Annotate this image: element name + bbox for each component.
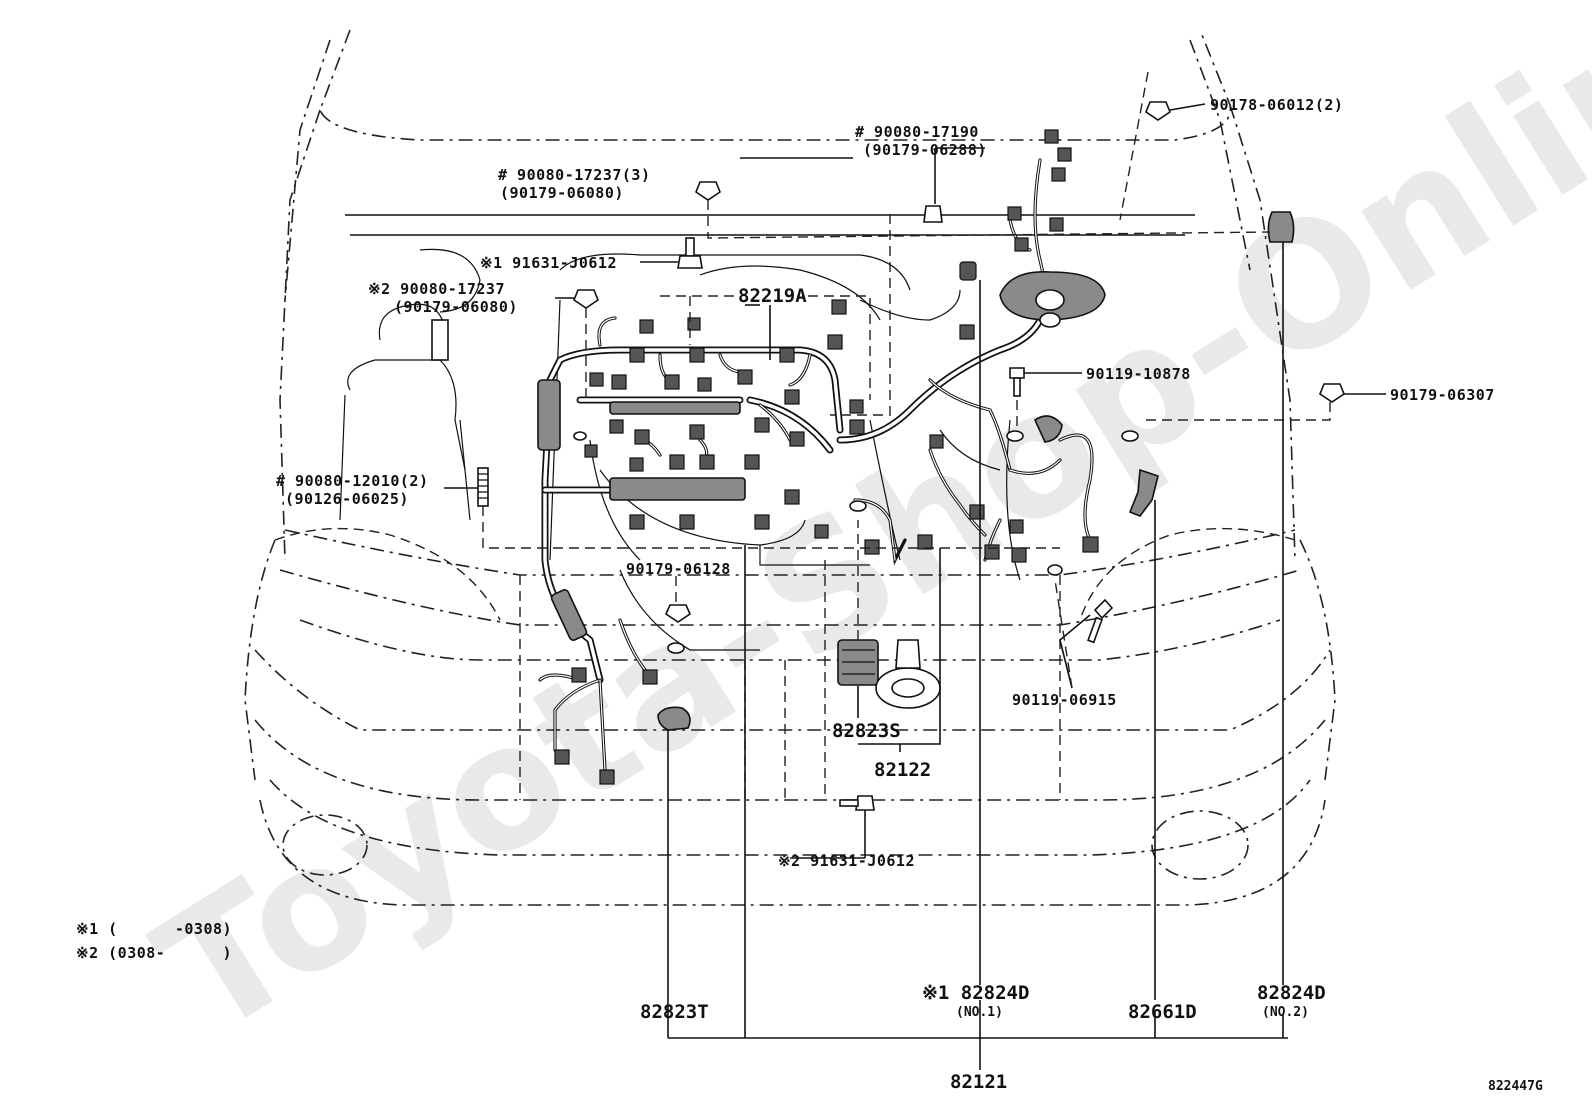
horn-82823S — [837, 639, 879, 686]
sensor-82661D — [1128, 468, 1159, 517]
label-90179-06080-a: (90179-06080) — [500, 184, 624, 202]
label-90080-17237-2: ※2 90080-17237 — [368, 280, 505, 298]
note-1: ※1 ( -0308) — [76, 920, 232, 938]
battery-area — [339, 248, 481, 521]
label-82824D-no1-suffix: (NO.1) — [956, 1005, 1003, 1020]
label-90178-06012: 90178-06012(2) — [1210, 96, 1343, 114]
clamp-82824D-no2 — [1267, 211, 1295, 243]
horn-82122 — [875, 639, 941, 709]
label-82121: 82121 — [950, 1071, 1007, 1093]
label-90179-06288: (90179-06288) — [863, 141, 987, 159]
label-90080-17237-3: # 90080-17237(3) — [498, 166, 651, 184]
junction-block — [609, 477, 746, 501]
label-90179-06080-b: (90179-06080) — [394, 298, 518, 316]
label-82823T: 82823T — [640, 1001, 709, 1023]
label-82824D-no2: 82824D — [1257, 982, 1326, 1004]
label-90179-06128: 90179-06128 — [626, 560, 731, 578]
part-labels: 90178-06012(2) # 90080-17190 (90179-0628… — [276, 96, 1495, 1093]
note-2: ※2 (0308- ) — [76, 944, 232, 962]
label-90119-10878: 90119-10878 — [1086, 365, 1191, 383]
leader-lines — [444, 71, 1386, 1070]
connectors — [554, 129, 1099, 785]
label-91631-J0612-1: ※1 91631-J0612 — [480, 254, 617, 272]
firewall-grommet — [999, 271, 1106, 328]
engine-block — [549, 253, 1021, 651]
label-82824D-no2-suffix: (NO.2) — [1262, 1005, 1309, 1020]
fasteners — [477, 101, 1345, 811]
label-82824D-no1: ※1 82824D — [922, 982, 1029, 1004]
label-82219A: 82219A — [738, 285, 807, 307]
label-90080-12010: # 90080-12010(2) — [276, 472, 429, 490]
vehicle-outline — [244, 29, 1336, 906]
label-90080-17190: # 90080-17190 — [855, 123, 979, 141]
label-82122: 82122 — [874, 759, 931, 781]
harness-sleeve — [550, 589, 588, 641]
figure-id: 822447G — [1488, 1079, 1543, 1094]
label-90179-06307: 90179-06307 — [1390, 386, 1495, 404]
terminal-82219A — [1033, 415, 1063, 443]
label-91631-J0612-2: ※2 91631-J0612 — [778, 852, 915, 870]
label-90119-06915: 90119-06915 — [1012, 691, 1117, 709]
label-90126-06025: (90126-06025) — [285, 490, 409, 508]
sensor-82823T — [657, 706, 691, 731]
label-82661D: 82661D — [1128, 1001, 1197, 1023]
watermark: Toyota-Shop-Online.ru — [127, 0, 1592, 1075]
relay-block-left — [537, 379, 561, 451]
fuse-strip — [609, 401, 741, 415]
label-82823S: 82823S — [832, 720, 901, 742]
